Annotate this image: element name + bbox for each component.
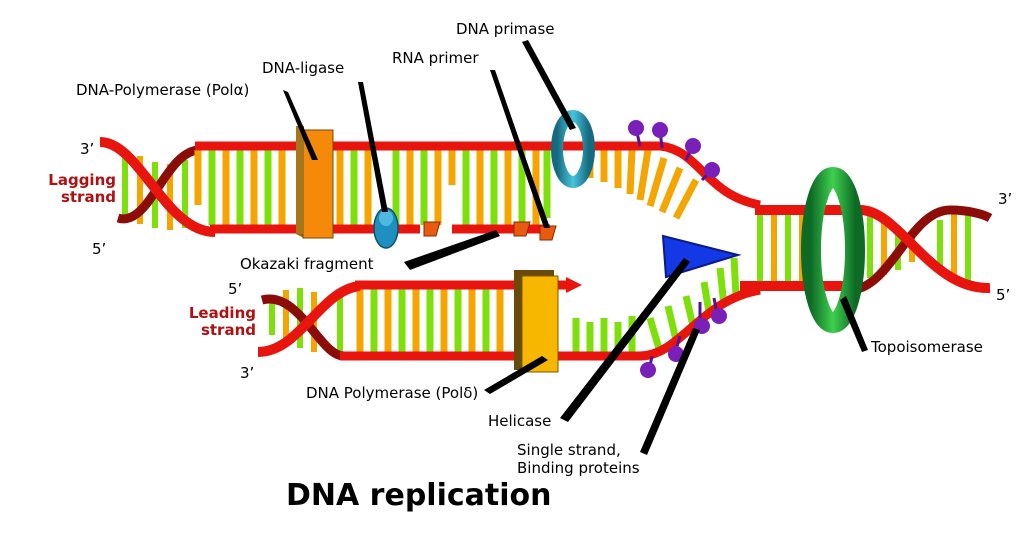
ssb-protein bbox=[700, 162, 720, 182]
leading-strand-label: Leading strand bbox=[166, 305, 256, 339]
lagging-strand-rungs bbox=[194, 149, 700, 225]
label-ssb-line1: Single strand, bbox=[517, 441, 621, 459]
lagging-strand-label: Lagging strand bbox=[26, 172, 116, 206]
leading-strand-line1: Leading bbox=[188, 304, 256, 322]
topoisomerase bbox=[801, 167, 865, 333]
ssb-protein bbox=[640, 355, 656, 378]
callout-pointers bbox=[283, 40, 868, 455]
ssb-protein bbox=[652, 122, 668, 149]
dna-ligase bbox=[373, 207, 399, 249]
end-lagging-bottom-left: 5’ bbox=[92, 240, 107, 258]
ssb-protein bbox=[711, 297, 727, 324]
lagging-strand-line1: Lagging bbox=[48, 171, 116, 189]
label-dna-ligase: DNA-ligase bbox=[262, 59, 345, 77]
label-dna-primase: DNA primase bbox=[456, 20, 555, 38]
label-okazaki-fragment: Okazaki fragment bbox=[240, 255, 374, 273]
ssb-protein bbox=[684, 138, 701, 161]
end-right-top: 3’ bbox=[998, 190, 1013, 208]
label-helicase: Helicase bbox=[488, 412, 552, 430]
label-dna-polymerase-alpha: DNA-Polymerase (Polα) bbox=[76, 81, 250, 99]
lagging-left-helix bbox=[99, 137, 216, 237]
label-ssb-line2: Binding proteins bbox=[517, 459, 640, 477]
ssb-proteins bbox=[628, 120, 727, 378]
callout-helicase bbox=[560, 258, 690, 422]
ssb-protein bbox=[628, 120, 644, 147]
lagging-helix-front-strand bbox=[99, 137, 216, 237]
label-topoisomerase: Topoisomerase bbox=[871, 338, 983, 356]
callout-primase bbox=[522, 40, 576, 130]
callout-okazaki bbox=[404, 230, 500, 270]
end-right-bottom: 5’ bbox=[996, 286, 1011, 304]
lagging-top-backbone bbox=[195, 141, 761, 210]
leading-bottom-backbone bbox=[340, 285, 761, 361]
callout-ligase bbox=[358, 82, 388, 212]
callout-rna-primer bbox=[490, 70, 550, 228]
label-rna-primer: RNA primer bbox=[392, 49, 479, 67]
end-leading-bottom-left: 3’ bbox=[240, 364, 255, 382]
callout-polymerase-delta bbox=[484, 356, 548, 394]
leading-helix-front-strand bbox=[257, 281, 361, 357]
end-lagging-top-left: 3’ bbox=[80, 140, 95, 158]
callout-ssb bbox=[640, 328, 700, 455]
ssb-protein bbox=[668, 335, 684, 362]
label-dna-polymerase-delta: DNA Polymerase (Polδ) bbox=[306, 384, 479, 402]
callout-polymerase-alpha bbox=[283, 90, 318, 160]
leading-growth-arrow bbox=[566, 277, 582, 293]
parent-helix-back-strand bbox=[849, 205, 993, 295]
dna-polymerase-alpha bbox=[296, 126, 334, 239]
end-leading-top-left: 5’ bbox=[228, 280, 243, 298]
dna-polymerase-delta bbox=[514, 270, 559, 373]
leading-strand-line2: strand bbox=[200, 321, 256, 339]
diagram-title: DNA replication bbox=[286, 478, 552, 513]
callout-topoisomerase bbox=[840, 296, 868, 352]
dna-primase bbox=[551, 110, 595, 188]
rna-primer-marks bbox=[423, 221, 557, 241]
parent-top-backbone bbox=[755, 205, 991, 294]
lagging-strand-line2: strand bbox=[60, 188, 116, 206]
